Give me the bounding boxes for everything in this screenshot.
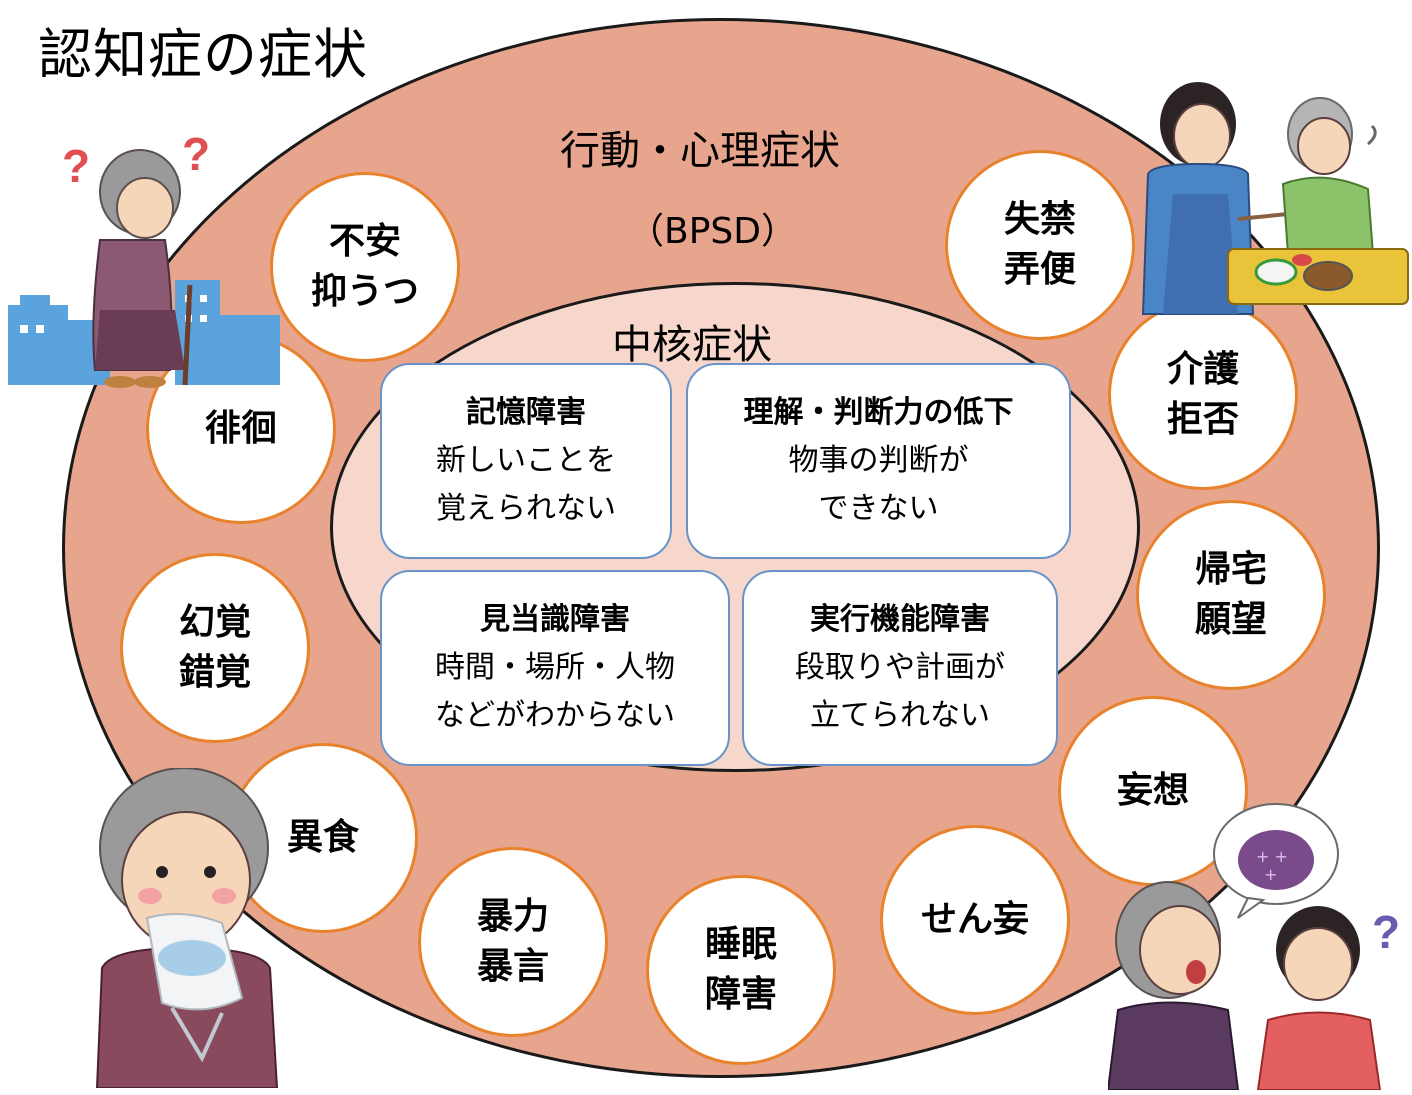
- bpsd-circle-line: 帰宅: [1194, 549, 1267, 590]
- bpsd-circle-line: 失禁: [1003, 199, 1076, 240]
- bpsd-circle-line: 妄想: [1116, 770, 1189, 811]
- bpsd-circle-anxiety-depression: 不安 抑うつ: [270, 172, 460, 362]
- bpsd-abbreviation-label: （BPSD）: [628, 211, 797, 252]
- bpsd-circle-line: 暴言: [476, 946, 549, 987]
- bpsd-circle-line: 抑うつ: [310, 271, 419, 312]
- core-box-desc-line: 時間・場所・人物: [435, 650, 675, 685]
- core-box-desc-line: 物事の判断が: [788, 443, 969, 478]
- svg-text:+: +: [1264, 865, 1277, 884]
- purse-theft-delusion-illustration: + + + ?: [1108, 803, 1400, 1090]
- bpsd-circle-line: 異食: [286, 817, 359, 858]
- bpsd-circle-line: 幻覚: [178, 602, 251, 643]
- core-box-executive-dysfunction: 実行機能障害 段取りや計画が 立てられない: [742, 570, 1058, 766]
- core-box-memory-impairment: 記憶障害 新しいことを 覚えられない: [380, 363, 672, 559]
- bpsd-circle-incontinence: 失禁 弄便: [945, 150, 1135, 340]
- bpsd-circle-line: 障害: [704, 974, 777, 1015]
- bpsd-circle-line: 暴力: [476, 896, 549, 937]
- core-box-desc-line: 新しいことを: [436, 443, 616, 478]
- bpsd-circle-delirium: せん妄: [880, 825, 1070, 1015]
- bpsd-circle-line: 睡眠: [704, 924, 777, 965]
- bpsd-circle-line: 願望: [1194, 599, 1267, 640]
- bpsd-circle-care-refusal: 介護 拒否: [1108, 300, 1298, 490]
- core-box-heading: 記憶障害: [466, 395, 586, 430]
- bpsd-circle-pica: 異食: [228, 743, 418, 933]
- elderly-woman-pica-illustration: [95, 768, 279, 1088]
- core-box-desc-line: などがわからない: [435, 698, 675, 733]
- core-box-heading: 実行機能障害: [810, 602, 990, 637]
- core-box-desc-line: できない: [818, 491, 939, 526]
- core-box-judgment-decline: 理解・判断力の低下 物事の判断が できない: [686, 363, 1071, 559]
- bpsd-circle-line: 不安: [328, 221, 401, 262]
- svg-text:?: ?: [62, 140, 90, 192]
- core-box-heading: 見当識障害: [480, 602, 630, 637]
- bpsd-circle-line: 徘徊: [204, 408, 277, 449]
- bpsd-circle-line: 錯覚: [178, 652, 251, 693]
- bpsd-circle-hallucination: 幻覚 錯覚: [120, 553, 310, 743]
- svg-text:?: ?: [1372, 906, 1400, 958]
- bpsd-circle-line: 介護: [1166, 349, 1239, 390]
- bpsd-circle-sleep-disorder: 睡眠 障害: [646, 875, 836, 1065]
- svg-text:+ +: + +: [1256, 847, 1288, 866]
- confused-elderly-woman-illustration: ? ?: [8, 128, 280, 388]
- bpsd-label: 行動・心理症状: [560, 128, 840, 174]
- core-symptoms-label: 中核症状: [612, 322, 772, 368]
- bpsd-circle-violence: 暴力 暴言: [418, 847, 608, 1037]
- core-box-desc-line: 段取りや計画が: [795, 650, 1005, 685]
- core-box-desc-line: 覚えられない: [436, 491, 616, 526]
- core-box-disorientation: 見当識障害 時間・場所・人物 などがわからない: [380, 570, 730, 766]
- caregiver-feeding-elderly-man-illustration: [1141, 82, 1409, 315]
- core-box-heading: 理解・判断力の低下: [743, 395, 1014, 430]
- bpsd-circle-line: 弄便: [1003, 249, 1076, 290]
- page-title: 認知症の症状: [38, 23, 368, 86]
- bpsd-circle-homing-desire: 帰宅 願望: [1136, 500, 1326, 690]
- bpsd-circle-line: 拒否: [1166, 399, 1239, 440]
- svg-text:?: ?: [182, 128, 210, 180]
- core-box-desc-line: 立てられない: [810, 698, 990, 733]
- bpsd-circle-line: せん妄: [920, 899, 1029, 940]
